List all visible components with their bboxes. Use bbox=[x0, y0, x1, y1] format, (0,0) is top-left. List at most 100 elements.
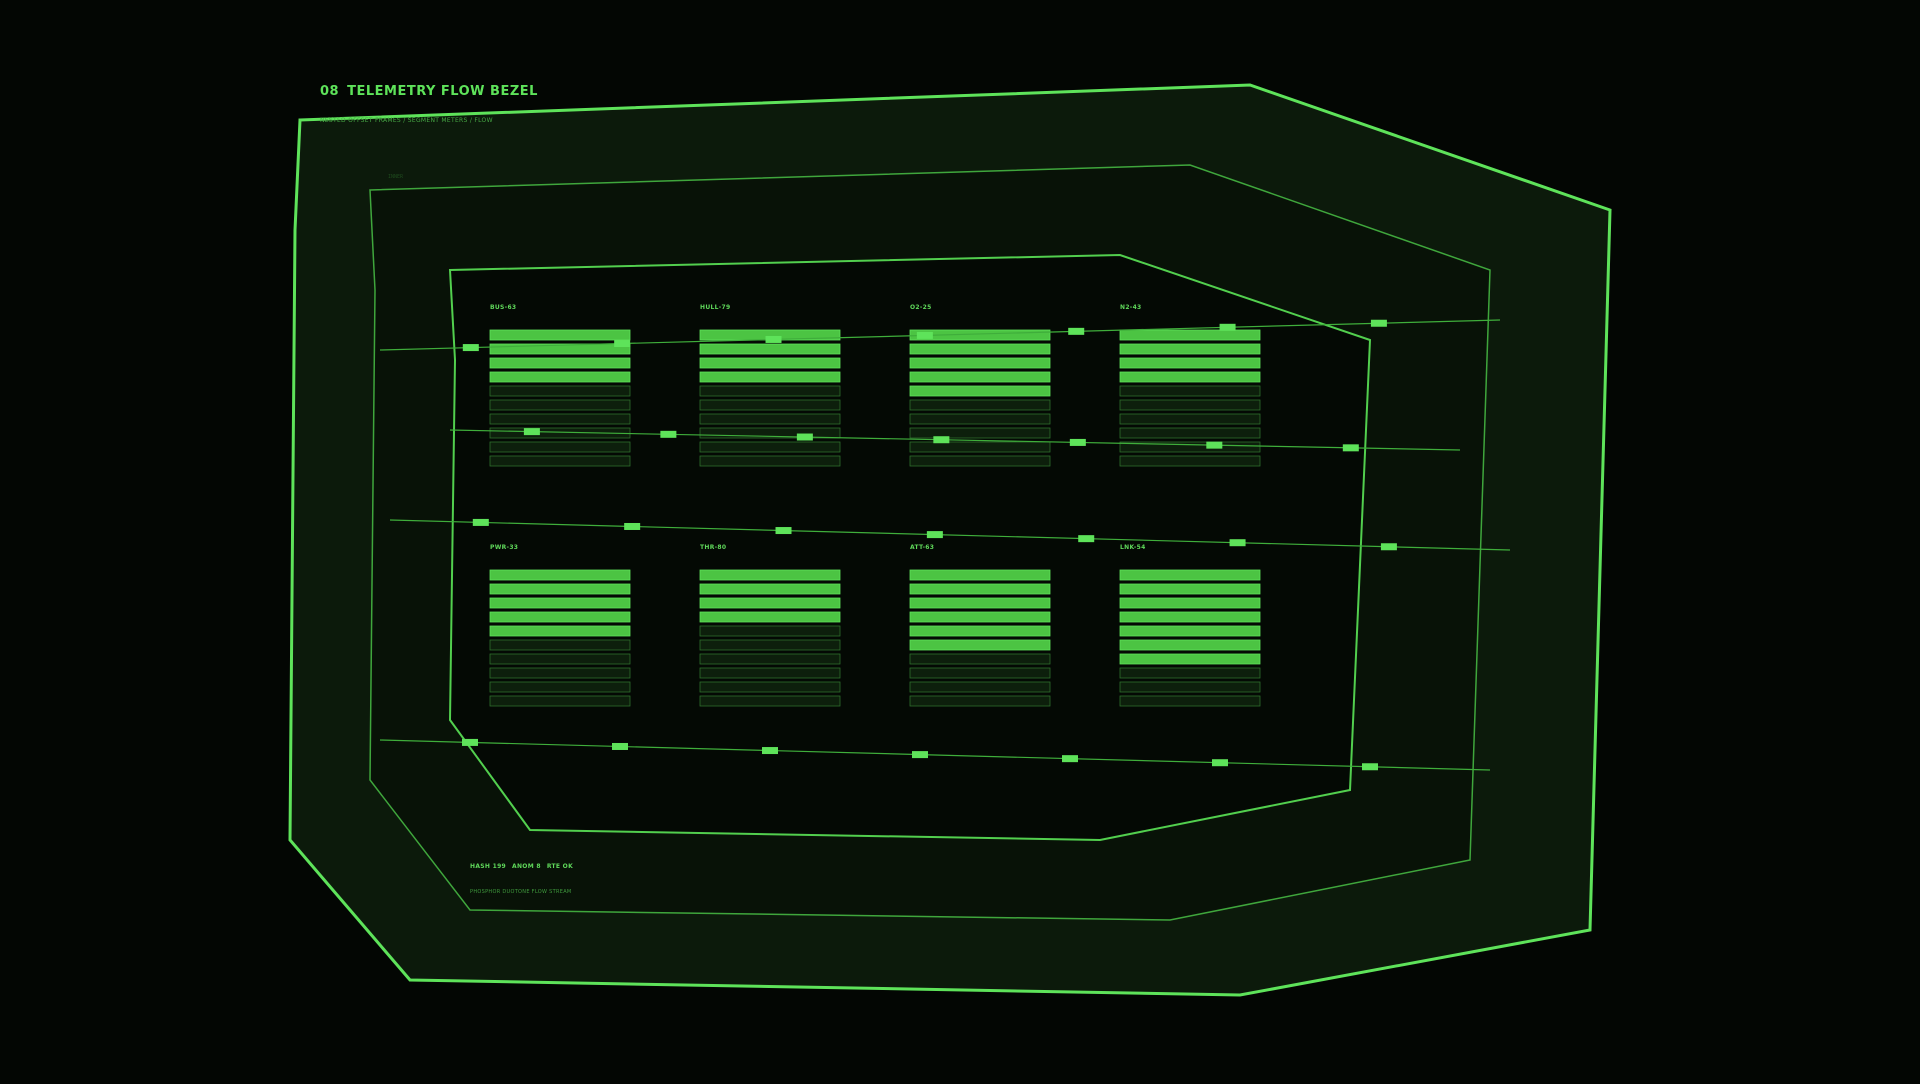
page-subtitle: NESTED OFFSET FRAMES / SEGMENT METERS / … bbox=[320, 117, 493, 124]
meter-segment-off bbox=[489, 399, 631, 411]
meter-segment-on bbox=[1119, 371, 1261, 383]
flow-streams bbox=[379, 319, 1511, 771]
meter-segment-off bbox=[489, 667, 631, 679]
title-text: TELEMETRY FLOW BEZEL bbox=[347, 84, 538, 99]
flow-packet bbox=[1370, 319, 1387, 327]
meter-segment-off bbox=[1119, 455, 1261, 467]
meter-label-lnk: LNK-54 bbox=[1120, 544, 1146, 551]
meter-segment-off bbox=[699, 441, 841, 453]
meter-segment-off bbox=[1119, 667, 1261, 679]
meter-segment-on bbox=[699, 583, 841, 595]
meter-segment-on bbox=[1119, 611, 1261, 623]
flow-packet bbox=[1078, 535, 1095, 543]
flow-packet bbox=[614, 340, 631, 348]
flow-packet bbox=[1219, 323, 1236, 331]
meter-segment-on bbox=[699, 371, 841, 383]
meter-segment-off bbox=[699, 413, 841, 425]
meter-segment-on bbox=[699, 357, 841, 369]
status-hash: HASH 199 bbox=[470, 863, 507, 870]
flow-line bbox=[379, 739, 1491, 771]
meter-segment-off bbox=[489, 413, 631, 425]
meter-segment-off bbox=[699, 385, 841, 397]
meter-segment-off bbox=[909, 413, 1051, 425]
meter-segment-off bbox=[699, 399, 841, 411]
meter-segment-off bbox=[909, 681, 1051, 693]
meter-segment-off bbox=[909, 695, 1051, 707]
meter-segment-on bbox=[909, 611, 1051, 623]
status-anom: ANOM 8 bbox=[512, 863, 541, 870]
flow-packet bbox=[765, 335, 782, 343]
segment-meter bbox=[1119, 329, 1261, 467]
meter-label-thr: THR-80 bbox=[700, 544, 727, 551]
meter-segment-on bbox=[909, 597, 1051, 609]
meter-segment-off bbox=[699, 695, 841, 707]
flow-line bbox=[379, 319, 1501, 351]
flow-packet bbox=[1229, 539, 1246, 547]
meter-segment-off bbox=[1119, 427, 1261, 439]
meter-segment-off bbox=[699, 681, 841, 693]
meter-segment-off bbox=[489, 385, 631, 397]
meter-segment-off bbox=[909, 427, 1051, 439]
flow-packet bbox=[762, 747, 778, 755]
meter-label-pwr: PWR-33 bbox=[490, 544, 519, 551]
flow-packet bbox=[926, 531, 943, 539]
meter-segment-on bbox=[909, 625, 1051, 637]
flow-packet bbox=[462, 344, 479, 352]
meter-segment-on bbox=[489, 371, 631, 383]
segment-meter bbox=[489, 329, 631, 467]
meter-segment-on bbox=[489, 569, 631, 581]
segment-meter bbox=[1119, 569, 1261, 707]
meter-segment-off bbox=[1119, 399, 1261, 411]
flow-packet bbox=[1380, 543, 1397, 551]
segment-meter bbox=[699, 569, 841, 707]
segment-meter bbox=[699, 329, 841, 467]
meter-segment-off bbox=[489, 681, 631, 693]
meter-segment-on bbox=[699, 597, 841, 609]
meter-segment-off bbox=[489, 695, 631, 707]
meter-label-bus: BUS-63 bbox=[490, 304, 517, 311]
meter-segment-off bbox=[699, 427, 841, 439]
meter-segment-on bbox=[489, 357, 631, 369]
segment-meter bbox=[489, 569, 631, 707]
meter-label-n2: N2-43 bbox=[1120, 304, 1142, 311]
flow-packet bbox=[912, 751, 928, 759]
segment-meters bbox=[489, 329, 1261, 707]
meter-segment-off bbox=[1119, 681, 1261, 693]
page-title: 08 TELEMETRY FLOW BEZEL bbox=[320, 84, 538, 99]
meter-label-hull: HULL-79 bbox=[700, 304, 731, 311]
flow-packet bbox=[462, 738, 478, 746]
flow-packet bbox=[624, 522, 641, 530]
meter-label-o2: O2-25 bbox=[910, 304, 932, 311]
meter-segment-off bbox=[909, 399, 1051, 411]
flow-packet bbox=[916, 331, 933, 339]
footnote: PHOSPHOR DUOTONE FLOW STREAM bbox=[470, 889, 572, 895]
meter-segment-off bbox=[489, 455, 631, 467]
meter-segment-on bbox=[909, 371, 1051, 383]
meter-segment-on bbox=[489, 343, 631, 355]
segment-meter bbox=[909, 329, 1051, 467]
flow-packet bbox=[1212, 759, 1228, 767]
meter-segment-off bbox=[909, 653, 1051, 665]
meter-segment-on bbox=[489, 611, 631, 623]
meter-segment-off bbox=[909, 441, 1051, 453]
meter-segment-on bbox=[1119, 653, 1261, 665]
meter-segment-off bbox=[1119, 385, 1261, 397]
meter-segment-on bbox=[699, 611, 841, 623]
meter-segment-off bbox=[489, 653, 631, 665]
meter-segment-on bbox=[1119, 329, 1261, 341]
meter-segment-on bbox=[1119, 569, 1261, 581]
meter-segment-off bbox=[1119, 413, 1261, 425]
flow-packet bbox=[775, 527, 792, 535]
meter-segment-off bbox=[909, 455, 1051, 467]
meter-segment-off bbox=[699, 653, 841, 665]
meter-segment-on bbox=[909, 329, 1051, 341]
meter-segment-on bbox=[489, 597, 631, 609]
title-number: 08 bbox=[320, 84, 340, 99]
flow-packet bbox=[1362, 763, 1378, 771]
flow-line bbox=[389, 519, 1511, 551]
flow-packet bbox=[1068, 327, 1085, 335]
meter-segment-on bbox=[1119, 639, 1261, 651]
